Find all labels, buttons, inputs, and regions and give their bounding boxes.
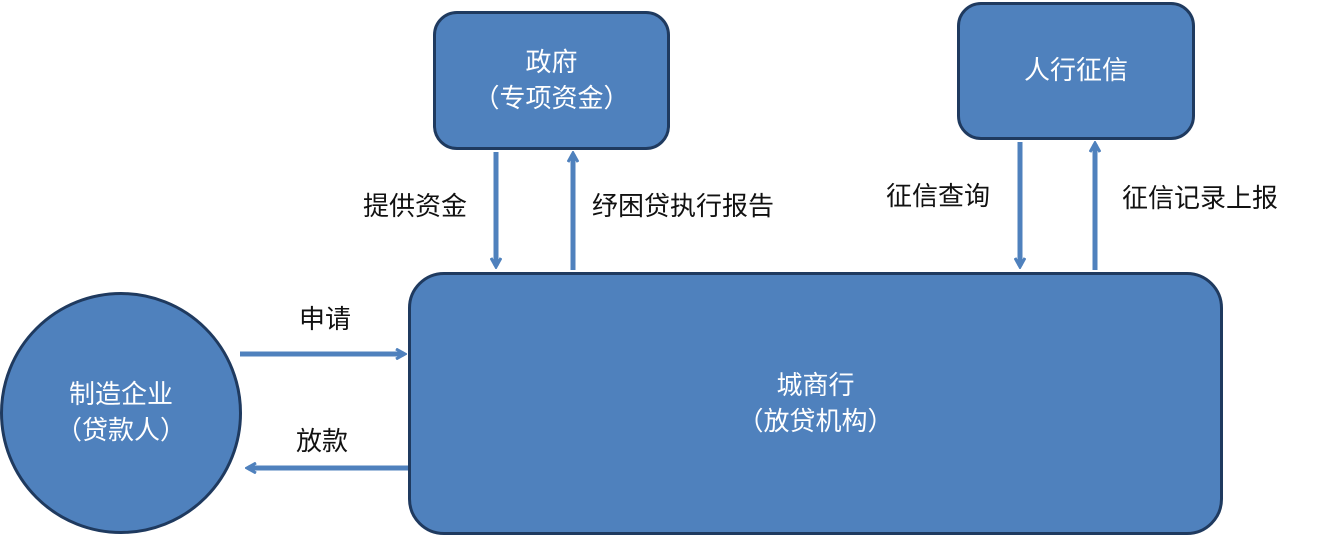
bank-node: 城商行 （放贷机构） — [408, 272, 1223, 535]
government-subtitle: （专项资金） — [473, 83, 630, 114]
relief-report-label: 纾困贷执行报告 — [592, 192, 775, 222]
government-node: 政府 （专项资金） — [433, 11, 670, 150]
credit-bureau-title: 人行征信 — [1023, 56, 1128, 86]
credit-bureau-node: 人行征信 — [957, 2, 1195, 140]
enterprise-title: 制造企业 — [68, 380, 173, 410]
government-title: 政府 — [525, 47, 578, 78]
bank-subtitle: （放贷机构） — [737, 406, 894, 437]
enterprise-subtitle: （贷款人） — [55, 416, 186, 446]
bank-title: 城商行 — [776, 370, 855, 401]
credit-query-label: 征信查询 — [886, 182, 991, 212]
provide-funds-label: 提供资金 — [363, 192, 468, 222]
apply-label: 申请 — [299, 305, 352, 335]
credit-report-label: 征信记录上报 — [1122, 184, 1279, 214]
enterprise-node: 制造企业 （贷款人） — [0, 292, 242, 534]
disburse-label: 放款 — [296, 427, 349, 457]
